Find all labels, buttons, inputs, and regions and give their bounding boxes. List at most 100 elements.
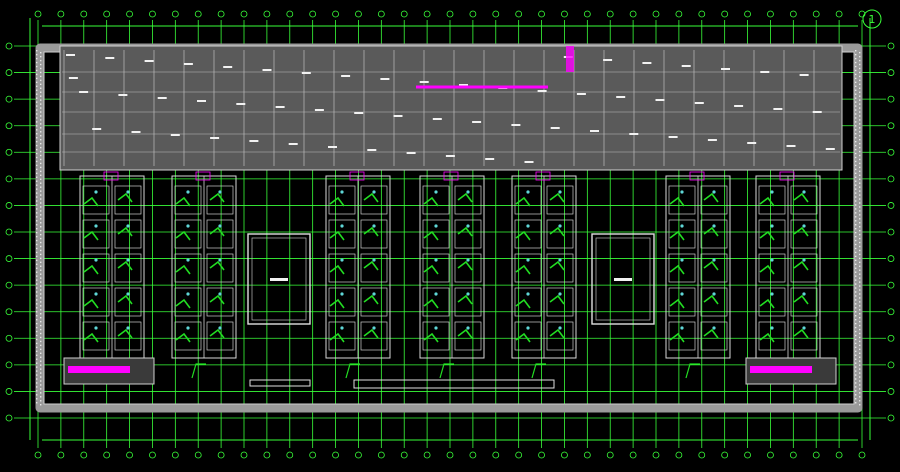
- annex-label-mark: [629, 133, 639, 135]
- wall-hatch: [40, 233, 42, 236]
- wall-hatch: [855, 362, 857, 364]
- rack-sensor-dot: [218, 292, 222, 296]
- wall-hatch: [40, 245, 42, 248]
- wall-hatch: [36, 263, 38, 265]
- rack-sensor-dot: [126, 292, 130, 296]
- grid-bubble-bottom: [423, 451, 431, 459]
- rack-green-tag: [175, 298, 191, 309]
- rack-sensor-dot: [372, 292, 376, 296]
- rack-sensor-dot: [680, 258, 684, 262]
- rack-green-tag: [117, 260, 133, 271]
- rack-green-tag: [175, 264, 191, 275]
- rack-sensor-dot: [802, 326, 806, 330]
- wall-hatch: [40, 51, 42, 54]
- wall-hatch: [855, 140, 857, 143]
- rack-blocks: [79, 171, 821, 379]
- wall-hatch: [859, 75, 861, 78]
- rack-sensor-dot: [680, 224, 684, 228]
- rack-sensor-dot: [680, 292, 684, 296]
- grid-bubble-bottom: [446, 451, 454, 459]
- wall-hatch: [40, 261, 42, 264]
- rack-cell: [174, 185, 202, 215]
- wall-hatch: [855, 152, 857, 155]
- rack-sensor-dot: [466, 292, 470, 296]
- wall-hatch: [855, 93, 857, 95]
- wall-hatch: [855, 275, 857, 277]
- rack-green-tag: [83, 264, 99, 275]
- wall-hatch: [859, 241, 861, 244]
- entrance-outline: [249, 379, 311, 387]
- grid-bubble-top: [400, 10, 408, 18]
- grid-bubble-top: [675, 10, 683, 18]
- wall-hatch: [36, 208, 38, 210]
- north-annex: [59, 45, 843, 171]
- wall-hatch: [40, 103, 42, 105]
- wall-hatch: [855, 172, 857, 175]
- wall-hatch: [859, 63, 861, 66]
- annex-label-mark: [183, 63, 193, 65]
- rack-sensor-dot: [526, 190, 530, 194]
- wall-hatch: [36, 156, 38, 159]
- wall-hatch: [859, 285, 861, 287]
- rack-sensor-dot: [434, 258, 438, 262]
- wall-hatch: [859, 194, 861, 196]
- wall-hatch: [859, 170, 861, 173]
- wall-hatch: [40, 376, 42, 378]
- rack-cell: [422, 253, 450, 283]
- wall-hatch: [40, 150, 42, 153]
- wall-hatch: [36, 334, 38, 337]
- rack-cell: [174, 219, 202, 249]
- grid-bubble-bottom: [835, 451, 843, 459]
- wall-hatch: [40, 127, 42, 129]
- annex-label-mark: [118, 94, 128, 96]
- grid-bubble-bottom: [286, 451, 294, 459]
- rack-green-tag: [793, 294, 809, 305]
- wall-hatch: [40, 356, 42, 358]
- rack-block: [511, 171, 577, 379]
- wall-hatch: [855, 61, 857, 64]
- wall-hatch: [40, 226, 42, 228]
- wall-hatch: [40, 214, 42, 216]
- wall-hatch: [40, 372, 42, 374]
- annex-label-mark: [799, 74, 809, 76]
- wall-hatch: [36, 291, 38, 293]
- wall-hatch: [855, 188, 857, 190]
- rack-sensor-dot: [802, 224, 806, 228]
- wall-hatch: [859, 67, 861, 70]
- rack-cell: [514, 185, 542, 215]
- rack-green-tag: [363, 260, 379, 271]
- rack-head-equipment: [689, 171, 705, 181]
- rack-green-tag: [703, 192, 719, 203]
- wall-hatch: [859, 182, 861, 184]
- wall-hatch: [36, 57, 38, 60]
- annex-label-mark: [92, 128, 102, 130]
- annex-label-mark: [786, 145, 796, 147]
- grid-bubble-top: [744, 10, 751, 18]
- wall-hatch: [36, 243, 38, 246]
- rack-sensor-dot: [712, 190, 716, 194]
- annex-label-mark: [157, 97, 167, 99]
- wall-hatch: [36, 125, 38, 127]
- equipment-pink-unit: [750, 366, 812, 373]
- rack-green-tag: [423, 332, 439, 343]
- grid-bubble-bottom: [515, 451, 523, 459]
- wall-hatch: [36, 402, 38, 404]
- grid-bubble-bottom: [217, 451, 225, 459]
- rack-green-tag: [329, 230, 345, 241]
- wall-hatch: [36, 247, 38, 250]
- wall-hatch: [859, 380, 861, 382]
- wall-hatch: [855, 208, 857, 210]
- grid-bubble-top: [217, 10, 225, 18]
- wall-hatch: [36, 283, 38, 285]
- wall-hatch: [859, 396, 861, 398]
- rack-cell: [668, 253, 696, 283]
- wall-hatch: [36, 148, 38, 151]
- wall-hatch: [855, 247, 857, 250]
- wall-hatch: [36, 69, 38, 72]
- annex-label-mark: [131, 131, 141, 133]
- rack-green-tag: [175, 230, 191, 241]
- rack-cell: [114, 219, 142, 249]
- wall-hatch: [40, 222, 42, 224]
- wall-hatch: [36, 267, 38, 269]
- grid-bubble-left: [5, 414, 13, 422]
